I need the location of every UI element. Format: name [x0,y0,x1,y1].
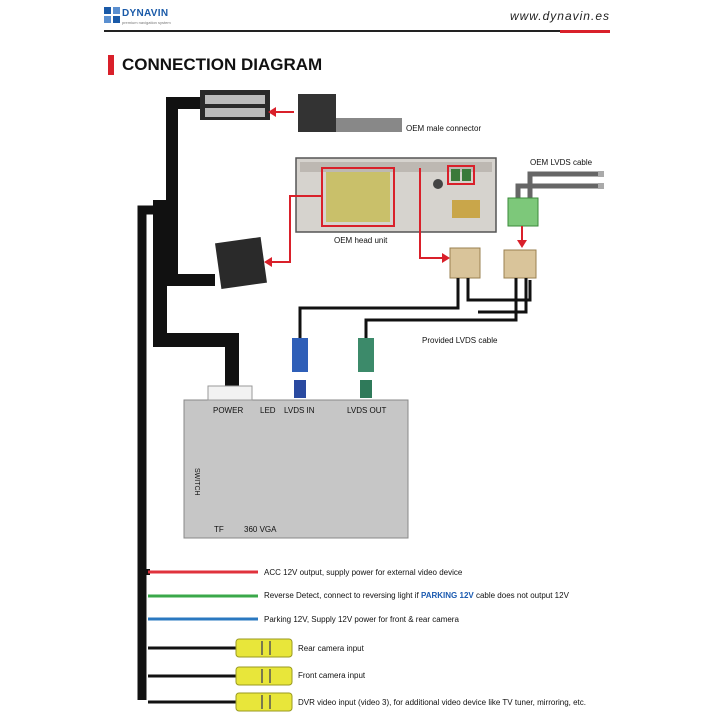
lvds-out-plug [358,338,374,398]
interface-module [183,385,409,539]
black-harness [137,97,239,700]
cable-rear-camera-label: Rear camera input [298,644,364,653]
module-port-led: LED [260,406,276,415]
module-port-power: POWER [213,406,244,415]
oem-head-unit [295,157,497,233]
cable-dvr-label: DVR video input (video 3), for additiona… [298,698,586,707]
cable-reverse-text-before: Reverse Detect, connect to reversing lig… [264,591,421,600]
module-port-tf: TF [214,525,224,534]
page-title: CONNECTION DIAGRAM [122,55,323,74]
oem-lvds-cable [507,171,604,248]
header-divider [104,30,610,32]
brand-name: DYNAVIN [122,8,169,19]
harness-connector-top [200,90,270,120]
website-url[interactable]: www.dynavin.es [509,9,610,23]
rca-connectors [235,638,293,712]
lvds-connector-tan-right [503,249,537,279]
title-accent-bar [108,55,114,75]
label-provided-lvds-cable: Provided LVDS cable [422,336,498,345]
module-port-vga: 360 VGA [244,525,277,534]
module-port-lvds-in: LVDS IN [284,406,315,415]
label-oem-head-unit: OEM head unit [334,236,388,245]
cable-acc-label: ACC 12V output, supply power for externa… [264,568,463,577]
label-oem-lvds-cable: OEM LVDS cable [530,158,593,167]
cable-front-camera-label: Front camera input [298,671,366,680]
oem-male-connector [268,94,402,132]
provided-lvds-cable [298,278,532,338]
cable-reverse-text-after: cable does not output 12V [473,591,569,600]
label-oem-male-connector: OEM male connector [406,124,482,133]
cable-reverse-label: Reverse Detect, connect to reversing lig… [264,591,569,600]
brand-tagline: premium navigation system [122,20,171,25]
lvds-connector-tan-left [449,247,481,279]
module-port-lvds-out: LVDS OUT [347,406,387,415]
lvds-in-plug [292,338,308,398]
cable-branches [148,570,258,704]
brand-logo [104,7,120,23]
cable-reverse-highlight: PARKING 12V [420,591,474,600]
module-switch: SWITCH [193,468,200,496]
header-red-accent [560,30,610,33]
harness-connector-bottom [215,237,267,289]
cable-parking-label: Parking 12V, Supply 12V power for front … [264,615,459,624]
